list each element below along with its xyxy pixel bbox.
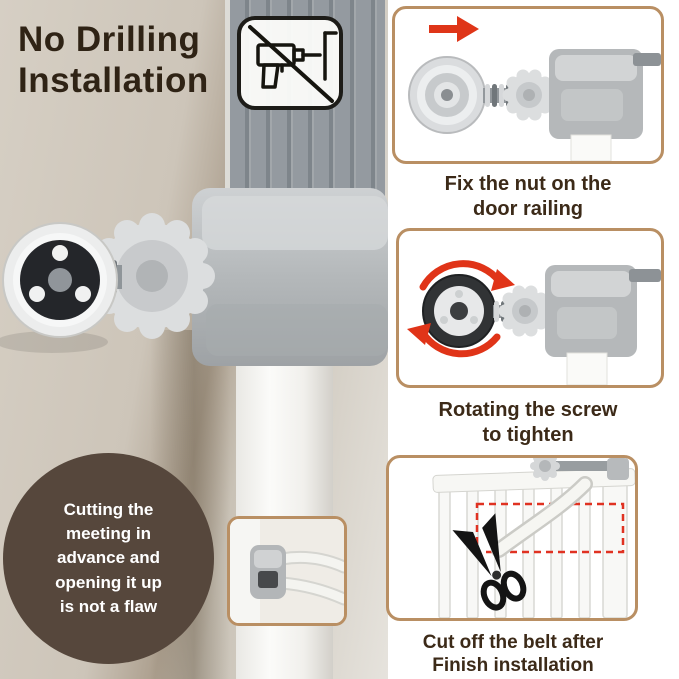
step-1-panel	[392, 6, 664, 164]
gate-bars	[438, 479, 628, 618]
title-line-1: No Drilling	[18, 20, 201, 59]
step-1-caption: Fix the nut on the door railing	[398, 172, 658, 222]
note-line: Cutting the	[63, 500, 154, 520]
belt-straps	[275, 550, 344, 606]
tension-knob	[502, 69, 556, 121]
tensioner	[530, 458, 629, 481]
title-line-2: Installation	[18, 60, 209, 100]
page-title: No Drilling Installation	[18, 20, 209, 102]
no-drill-badge	[237, 16, 343, 110]
step-1-caption-line-1: Fix the nut on the	[444, 173, 612, 195]
step-3-caption-line-1: Cut off the belt after	[422, 632, 604, 653]
no-drill-icon	[248, 25, 338, 103]
tension-knob	[89, 213, 215, 339]
note-line: opening it up	[55, 572, 162, 592]
step-2-caption: Rotating the screw to tighten	[398, 398, 658, 448]
step-1-caption-line-2: door railing	[473, 198, 583, 220]
step-2-caption-line-2: to tighten	[482, 424, 574, 446]
step-3-caption: Cut off the belt after Finish installati…	[388, 631, 638, 677]
pressure-mount-closeup	[0, 188, 388, 366]
tension-knob	[498, 285, 552, 337]
step-2-caption-line-1: Rotating the screw	[438, 399, 618, 421]
red-arrow-icon	[429, 16, 479, 42]
step-3-caption-line-2: Finish installation	[432, 655, 594, 677]
step-2-illustration	[407, 260, 661, 385]
rotate-arrows-icon	[407, 260, 515, 358]
step-3-panel	[386, 455, 638, 621]
lock-bracket	[250, 545, 286, 599]
belt-detail-illustration	[230, 519, 344, 623]
note-line: meeting in	[65, 524, 151, 544]
note-line: is not a flaw	[59, 596, 158, 616]
nut-disc	[422, 274, 496, 348]
gate-frame-housing	[549, 49, 661, 161]
gate-frame-housing	[545, 265, 661, 385]
step-2-panel	[396, 228, 664, 388]
gate-post	[236, 332, 333, 679]
belt-detail-panel	[227, 516, 347, 626]
nut-disc	[408, 56, 486, 134]
step-1-illustration	[408, 16, 661, 161]
step-3-illustration	[432, 458, 635, 618]
note-badge: Cutting the meeting in advance and openi…	[3, 453, 214, 664]
belt-strap	[491, 476, 593, 558]
note-line: advance and	[57, 548, 160, 568]
gate-frame-housing	[192, 188, 388, 366]
wall-cup-disc	[0, 222, 118, 353]
